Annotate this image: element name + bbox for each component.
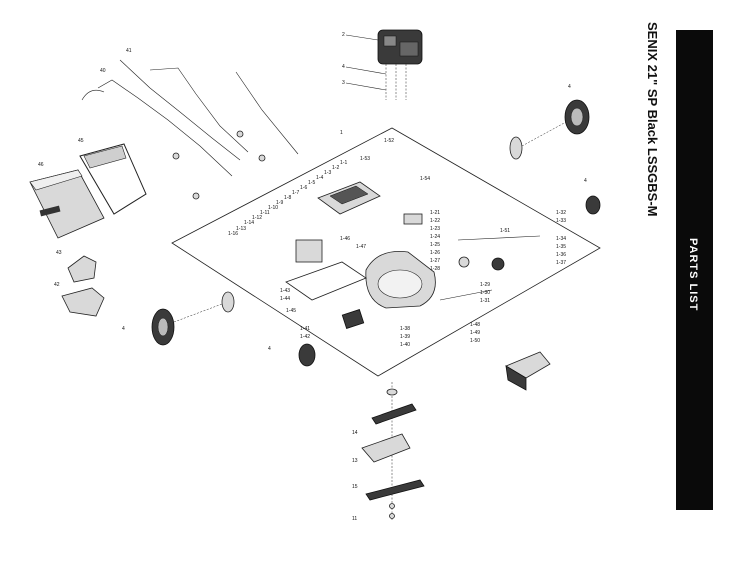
callout-label: 1-2 (332, 165, 339, 171)
callout-label: 1-49 (470, 330, 480, 336)
callout-label: 1-13 (236, 226, 246, 232)
diagram-title: SENIX 21" SP Black LSSGBS-M (645, 22, 660, 217)
handle-upper-label: 41 (126, 48, 132, 54)
callout-label: 1-1 (340, 160, 347, 166)
callout-label: 1-36 (556, 252, 566, 258)
callout-label: 1-16 (228, 231, 238, 237)
callout-label: 1-7 (292, 190, 299, 196)
callout-label: 1-9 (276, 200, 283, 206)
callout-label: 1-54 (420, 176, 430, 182)
callout-label: 1-29 (480, 282, 490, 288)
callout-label: 1-10 (268, 205, 278, 211)
rear-wheel-right-label: 4 (568, 84, 571, 90)
blade-adapter-label: 13 (352, 458, 358, 464)
grass-bag-label: 46 (38, 162, 44, 168)
callout-label: 1-45 (286, 308, 296, 314)
handle-assembly: 41 40 (81, 48, 299, 200)
rear-wheel-right: 4 (509, 84, 590, 160)
front-wheel-left-label: 4 (268, 346, 271, 352)
bag-frame: 45 (78, 138, 147, 215)
chute-flap-label: 42 (54, 282, 60, 288)
callout-label: 1-3 (324, 170, 331, 176)
callout-label: 1-44 (280, 296, 290, 302)
callout-label: 1-26 (430, 250, 440, 256)
front-wheel-right: 4 (584, 178, 601, 215)
engine-label: 2 (342, 32, 345, 38)
callout-label: 1-22 (430, 218, 440, 224)
callout-label: 1-24 (430, 234, 440, 240)
callout-label: 1-39 (400, 334, 410, 340)
front-wheel-left: 4 (268, 343, 316, 367)
chute-flap: 42 (54, 282, 105, 317)
callout-label: 1-14 (244, 220, 254, 226)
callout-label: 1-33 (556, 218, 566, 224)
callout-label: 1-41 (300, 326, 310, 332)
baffle-label: 14 (352, 430, 358, 436)
callout-label: 1-23 (430, 226, 440, 232)
callout-label: 1-28 (430, 266, 440, 272)
callout-label: 1-31 (480, 298, 490, 304)
callout-label: 1-46 (340, 236, 350, 242)
engine-washer-label: 3 (342, 80, 345, 86)
rear-wheel-left: 4 (122, 291, 235, 346)
callout-label: 1-25 (430, 242, 440, 248)
rear-chute: 43 (56, 250, 97, 283)
front-wheel-right-label: 4 (584, 178, 587, 184)
callout-label: 1-35 (556, 244, 566, 250)
grass-bag: 46 (29, 162, 105, 239)
callout-label: 1-40 (400, 342, 410, 348)
rear-flap (505, 351, 551, 391)
parts-list-band (676, 30, 713, 510)
callout-label: 1-11 (260, 210, 270, 216)
callout-label: 1-5 (308, 180, 315, 186)
callout-label: 1-12 (252, 215, 262, 221)
deck-plane (171, 127, 601, 377)
callout-label: 1-32 (556, 210, 566, 216)
callout-label: 1-27 (430, 258, 440, 264)
rear-wheel-left-label: 4 (122, 326, 125, 332)
deck-label: 1 (340, 130, 343, 136)
callout-label: 1-37 (556, 260, 566, 266)
callout-label: 1-38 (400, 326, 410, 332)
callout-label: 1-53 (360, 156, 370, 162)
chute-label: 43 (56, 250, 62, 256)
callout-label: 1-6 (300, 185, 307, 191)
callout-label: 1-42 (300, 334, 310, 340)
blade-assembly: 14 13 15 11 (352, 382, 425, 522)
handle-cable-label: 40 (100, 68, 106, 74)
bag-frame-label: 45 (78, 138, 84, 144)
top-panel (317, 181, 381, 215)
callout-label: 1-51 (500, 228, 510, 234)
blade-bolt-label: 11 (352, 516, 357, 522)
callout-label: 1-52 (384, 138, 394, 144)
callout-label: 1-8 (284, 195, 291, 201)
drive-components (295, 213, 541, 301)
deck-housing: 1 (285, 130, 436, 329)
callout-label: 1-21 (430, 210, 440, 216)
callout-label: 1-50 (470, 338, 480, 344)
callout-label: 1-48 (470, 322, 480, 328)
engine-assembly: 2 4 3 (342, 29, 423, 100)
callout-labels: 1-161-131-141-121-111-101-91-81-71-61-51… (228, 138, 566, 348)
blade-label: 15 (352, 484, 358, 490)
callout-label: 1-4 (316, 175, 323, 181)
callout-label: 1-34 (556, 236, 566, 242)
parts-list-label: PARTS LIST (687, 238, 699, 311)
callout-label: 1-30 (480, 290, 490, 296)
engine-bolts-label: 4 (342, 64, 345, 70)
callout-label: 1-47 (356, 244, 366, 250)
callout-label: 1-43 (280, 288, 290, 294)
